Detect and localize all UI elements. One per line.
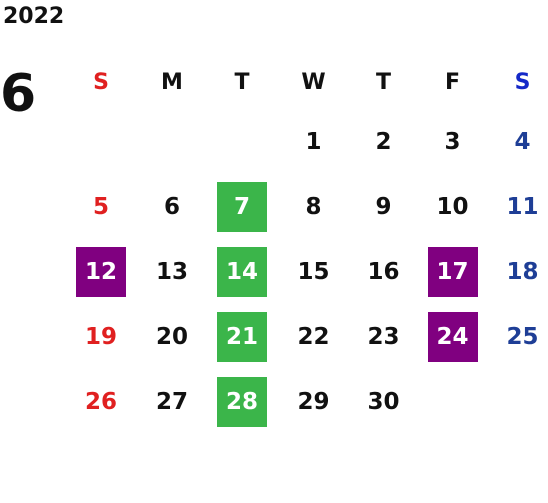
day-number: 16	[367, 258, 400, 285]
day-cell[interactable]: 28	[208, 369, 276, 434]
day-cell[interactable]: 23	[351, 304, 416, 369]
day-cell[interactable]: 29	[276, 369, 351, 434]
day-cell[interactable]: 21	[208, 304, 276, 369]
day-cell[interactable]: 27	[136, 369, 208, 434]
day-highlight	[76, 246, 126, 297]
empty-day-cell	[208, 109, 276, 174]
day-cell[interactable]: 24	[416, 304, 489, 369]
day-number: 2	[375, 128, 392, 155]
day-number: 9	[375, 193, 392, 220]
day-number: 23	[367, 323, 400, 350]
empty-day-cell	[489, 369, 548, 434]
day-cell[interactable]: 13	[136, 239, 208, 304]
day-cell[interactable]: 5	[66, 174, 136, 239]
day-number: 12	[84, 258, 117, 285]
calendar-month: 6	[0, 64, 37, 124]
day-cell[interactable]: 17	[416, 239, 489, 304]
day-number: 18	[506, 258, 539, 285]
weekday-header: S	[93, 70, 109, 95]
day-cell[interactable]: 20	[136, 304, 208, 369]
weekday-header: T	[375, 70, 391, 95]
day-cell[interactable]: 15	[276, 239, 351, 304]
day-number: 4	[514, 128, 531, 155]
day-number: 8	[305, 193, 322, 220]
day-number: 10	[436, 193, 469, 220]
day-number: 30	[367, 388, 400, 415]
day-number: 20	[155, 323, 188, 350]
day-cell[interactable]: 9	[351, 174, 416, 239]
day-number: 29	[297, 388, 330, 415]
day-number: 13	[155, 258, 188, 285]
day-highlight	[427, 246, 478, 297]
day-number: 14	[225, 258, 258, 285]
day-cell[interactable]: 18	[489, 239, 548, 304]
day-number: 1	[305, 128, 322, 155]
day-number: 24	[436, 323, 469, 350]
day-number: 28	[225, 388, 258, 415]
day-cell[interactable]: 1	[276, 109, 351, 174]
day-highlight	[427, 311, 478, 362]
day-highlight	[217, 376, 267, 427]
day-number: 19	[84, 323, 117, 350]
day-number: 11	[506, 193, 539, 220]
day-cell[interactable]: 11	[489, 174, 548, 239]
weekday-header: T	[234, 70, 250, 95]
day-number: 27	[155, 388, 188, 415]
day-highlight	[217, 246, 267, 297]
day-cell[interactable]: 3	[416, 109, 489, 174]
day-cell[interactable]: 7	[208, 174, 276, 239]
day-cell[interactable]: 4	[489, 109, 548, 174]
day-cell[interactable]: 22	[276, 304, 351, 369]
day-cell[interactable]: 14	[208, 239, 276, 304]
day-number: 22	[297, 323, 330, 350]
day-number: 15	[297, 258, 330, 285]
day-number: 3	[444, 128, 461, 155]
weekday-header: S	[514, 70, 531, 95]
day-cell[interactable]: 26	[66, 369, 136, 434]
day-number: 25	[506, 323, 539, 350]
day-number: 17	[436, 258, 469, 285]
day-highlight	[217, 181, 267, 232]
weekday-header: F	[444, 70, 461, 95]
day-cell[interactable]: 16	[351, 239, 416, 304]
weekday-header: W	[301, 70, 326, 95]
day-number: 21	[225, 323, 258, 350]
day-cell[interactable]: 6	[136, 174, 208, 239]
day-number: 26	[84, 388, 117, 415]
empty-day-cell	[416, 369, 489, 434]
day-number: 7	[233, 193, 250, 220]
day-number: 6	[163, 193, 180, 220]
day-cell[interactable]: 19	[66, 304, 136, 369]
day-cell[interactable]: 25	[489, 304, 548, 369]
day-highlight	[217, 311, 267, 362]
weekday-header: M	[161, 70, 183, 95]
day-cell[interactable]: 12	[66, 239, 136, 304]
empty-day-cell	[66, 109, 136, 174]
day-number: 5	[92, 193, 109, 220]
empty-day-cell	[136, 109, 208, 174]
calendar-year: 2022	[3, 4, 65, 29]
day-cell[interactable]: 30	[351, 369, 416, 434]
day-cell[interactable]: 8	[276, 174, 351, 239]
day-cell[interactable]: 2	[351, 109, 416, 174]
day-cell[interactable]: 10	[416, 174, 489, 239]
